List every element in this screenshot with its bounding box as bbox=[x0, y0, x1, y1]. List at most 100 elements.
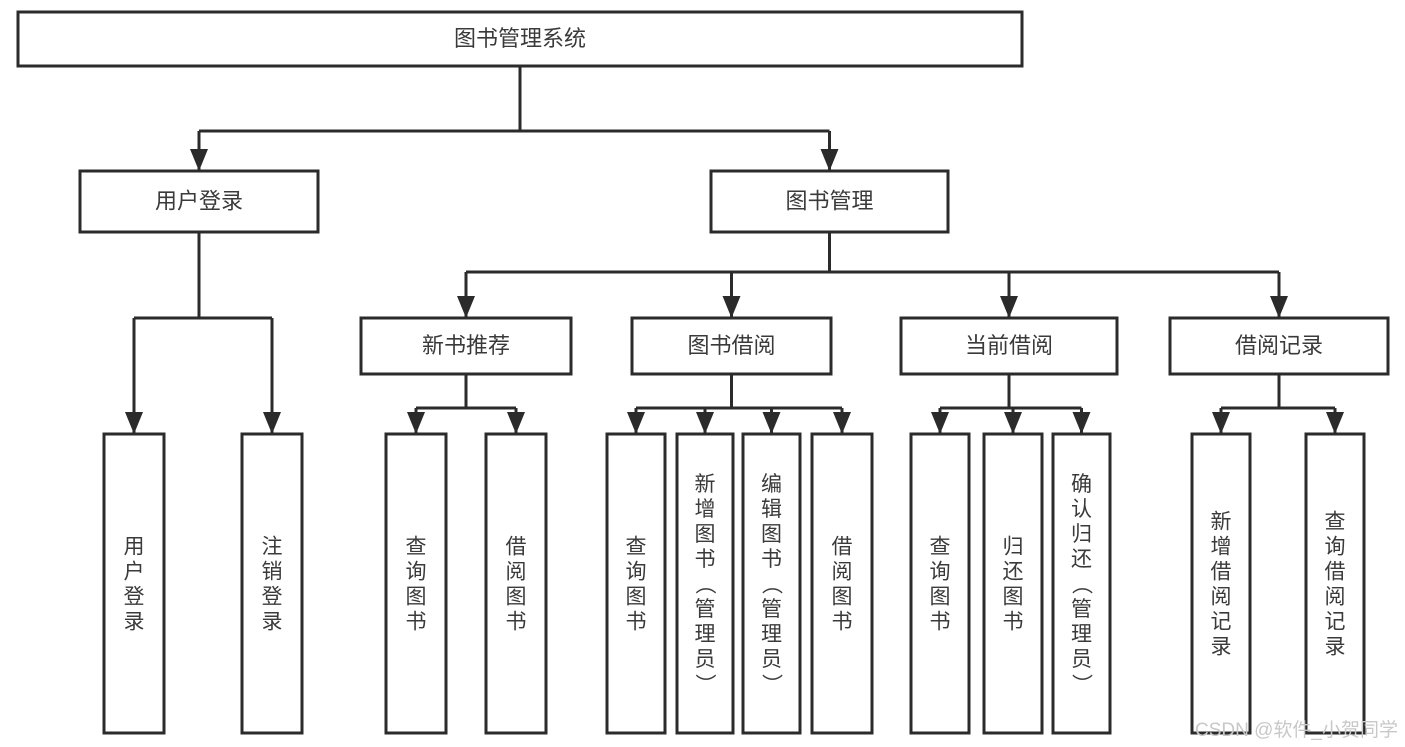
node-label-char: 归 bbox=[1071, 523, 1092, 546]
node-label-char: 新 bbox=[1211, 511, 1232, 534]
node-box-book-borrow bbox=[630, 316, 833, 376]
node-box-leaf-query-borrow-record bbox=[1304, 432, 1366, 735]
arrow-head-icon bbox=[457, 296, 475, 318]
node-label-char: 图 bbox=[761, 523, 782, 546]
node-label-char: 增 bbox=[695, 498, 716, 521]
node-label-char: 阅 bbox=[506, 561, 527, 584]
node-book-management[interactable]: 图书管理 bbox=[709, 169, 950, 234]
node-label-char: 销 bbox=[262, 561, 283, 584]
node-label-char: 管 bbox=[695, 598, 716, 621]
node-box-leaf-query-book-current bbox=[909, 432, 971, 735]
node-label-char: ） bbox=[1070, 674, 1093, 695]
node-box-leaf-return-book bbox=[982, 432, 1044, 735]
node-box-leaf-query-book-borrow bbox=[605, 432, 667, 735]
node-label-char: 书 bbox=[406, 611, 427, 634]
arrow-head-icon bbox=[931, 412, 949, 434]
node-label-char: 书 bbox=[695, 548, 716, 571]
node-label-char: 录 bbox=[262, 611, 283, 634]
node-label-char: 书 bbox=[626, 611, 647, 634]
node-label-char: 借 bbox=[832, 536, 853, 559]
node-label-char: 图 bbox=[832, 586, 853, 609]
node-box-current-borrow bbox=[899, 316, 1119, 376]
node-label-char: 新 bbox=[695, 473, 716, 496]
node-label-char: 录 bbox=[1211, 636, 1232, 659]
node-label-char: 询 bbox=[930, 561, 951, 584]
node-label-book-borrow: 图书借阅 bbox=[687, 333, 775, 358]
node-box-root bbox=[16, 10, 1024, 68]
node-box-leaf-add-borrow-record bbox=[1190, 432, 1252, 735]
node-label-char: 理 bbox=[1071, 623, 1092, 646]
node-label-char: 查 bbox=[626, 536, 647, 559]
node-root[interactable]: 图书管理系统 bbox=[16, 10, 1024, 68]
node-box-user-login bbox=[78, 169, 320, 234]
node-label-book-management: 图书管理 bbox=[785, 188, 873, 213]
node-label-char: 辑 bbox=[761, 498, 782, 521]
node-label-char: 书 bbox=[506, 611, 527, 634]
node-borrow-record[interactable]: 借阅记录 bbox=[1168, 316, 1390, 376]
node-new-book-recommend[interactable]: 新书推荐 bbox=[359, 316, 573, 376]
node-box-book-management bbox=[709, 169, 950, 234]
node-label-char: 录 bbox=[124, 611, 145, 634]
node-label-char: （ bbox=[693, 574, 716, 595]
node-label-char: 认 bbox=[1071, 498, 1092, 521]
node-user-login[interactable]: 用户登录 bbox=[78, 169, 320, 234]
node-label-char: 图 bbox=[930, 586, 951, 609]
node-label-char: 还 bbox=[1071, 548, 1092, 571]
node-label-char: 图 bbox=[626, 586, 647, 609]
node-current-borrow[interactable]: 当前借阅 bbox=[899, 316, 1119, 376]
node-label-char: （ bbox=[760, 574, 783, 595]
node-label-char: 阅 bbox=[1325, 586, 1346, 609]
arrow-head-icon bbox=[1270, 296, 1288, 318]
node-label-char: 登 bbox=[262, 586, 283, 609]
node-label-char: 理 bbox=[695, 623, 716, 646]
node-box-leaf-edit-book bbox=[741, 432, 802, 735]
node-label-char: 管 bbox=[1071, 598, 1092, 621]
node-leaf-user-login[interactable]: 用户登录 bbox=[102, 432, 166, 735]
node-label-char: 理 bbox=[761, 623, 782, 646]
node-label-char: 询 bbox=[626, 561, 647, 584]
node-book-borrow[interactable]: 图书借阅 bbox=[630, 316, 833, 376]
arrow-head-icon bbox=[125, 412, 143, 434]
node-label-char: ） bbox=[760, 674, 783, 695]
node-label-char: 书 bbox=[930, 611, 951, 634]
node-label-char: 记 bbox=[1325, 611, 1346, 634]
arrow-head-icon bbox=[627, 412, 645, 434]
arrow-head-icon bbox=[1004, 412, 1022, 434]
node-label-char: 书 bbox=[1003, 611, 1024, 634]
node-label-char: 归 bbox=[1003, 536, 1024, 559]
arrow-head-icon bbox=[1072, 412, 1091, 434]
csdn-watermark: CSDN @软件_小贺同学 bbox=[1195, 719, 1398, 741]
node-label-char: 书 bbox=[832, 611, 853, 634]
node-label-user-login: 用户登录 bbox=[155, 188, 243, 213]
node-box-leaf-query-book-recommend bbox=[384, 432, 448, 735]
node-label-char: 书 bbox=[761, 548, 782, 571]
node-label-char: 图 bbox=[506, 586, 527, 609]
node-label-char: 员 bbox=[761, 648, 782, 671]
node-label-char: 阅 bbox=[832, 561, 853, 584]
arrow-head-icon bbox=[190, 149, 208, 171]
arrow-head-icon bbox=[762, 412, 781, 434]
node-box-leaf-user-login bbox=[102, 432, 166, 735]
node-box-leaf-borrow-book bbox=[810, 432, 874, 735]
node-label-char: 员 bbox=[1071, 648, 1092, 671]
node-label-char: 员 bbox=[695, 648, 716, 671]
arrow-head-icon bbox=[263, 412, 281, 434]
connectors-layer bbox=[125, 66, 1344, 434]
node-label-char: ） bbox=[693, 674, 716, 695]
node-label-char: 图 bbox=[695, 523, 716, 546]
arrow-head-icon bbox=[1000, 296, 1018, 318]
node-label-new-book-recommend: 新书推荐 bbox=[422, 333, 510, 358]
